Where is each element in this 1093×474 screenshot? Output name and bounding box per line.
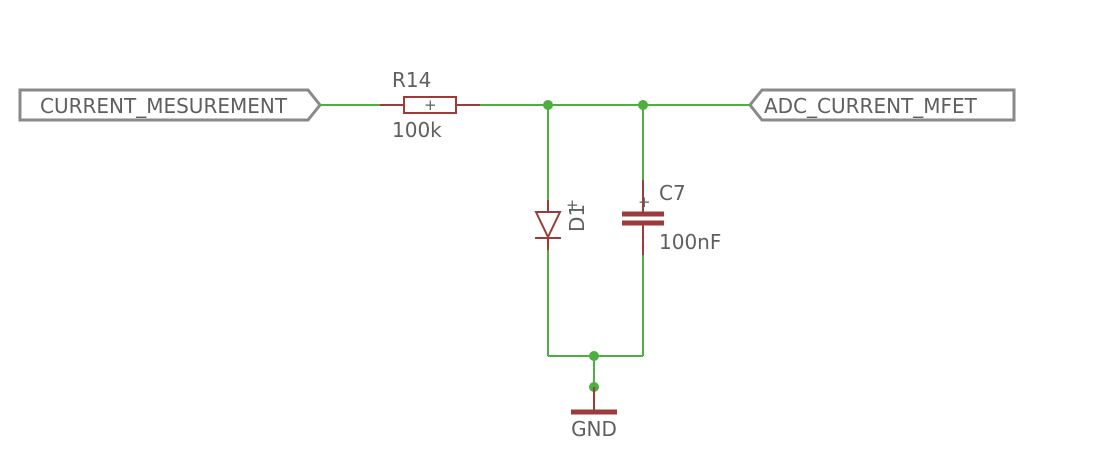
ground-symbol[interactable]: GND bbox=[571, 387, 617, 441]
input-port-label: CURRENT_MESUREMENT bbox=[40, 94, 288, 118]
diode-d1[interactable]: D1 + bbox=[534, 196, 589, 250]
input-port-frame bbox=[18, 88, 322, 122]
junctions bbox=[543, 100, 648, 392]
capacitor-name: C7 bbox=[659, 181, 686, 205]
input-port[interactable]: CURRENT_MESUREMENT bbox=[18, 88, 322, 122]
diode-pin-mark: + bbox=[566, 196, 579, 214]
output-port-label: ADC_CURRENT_MFET bbox=[764, 94, 978, 118]
output-port[interactable]: ADC_CURRENT_MFET bbox=[748, 88, 1016, 122]
capacitor-value: 100nF bbox=[659, 230, 721, 254]
resistor-r14[interactable]: + R14 100k bbox=[380, 68, 480, 142]
junction-dot bbox=[638, 100, 648, 110]
resistor-pin-mark: + bbox=[424, 96, 437, 114]
capacitor-c7[interactable]: + C7 100nF bbox=[622, 180, 721, 255]
output-port-frame bbox=[748, 88, 1016, 122]
junction-dot bbox=[589, 351, 599, 361]
junction-dot bbox=[543, 100, 553, 110]
resistor-name: R14 bbox=[392, 68, 431, 92]
diode-triangle bbox=[534, 211, 562, 240]
diode-name: D1 bbox=[565, 204, 589, 232]
capacitor-pin-mark: + bbox=[638, 193, 651, 211]
resistor-value: 100k bbox=[392, 118, 442, 142]
ground-label: GND bbox=[571, 417, 617, 441]
wires bbox=[320, 104, 750, 412]
